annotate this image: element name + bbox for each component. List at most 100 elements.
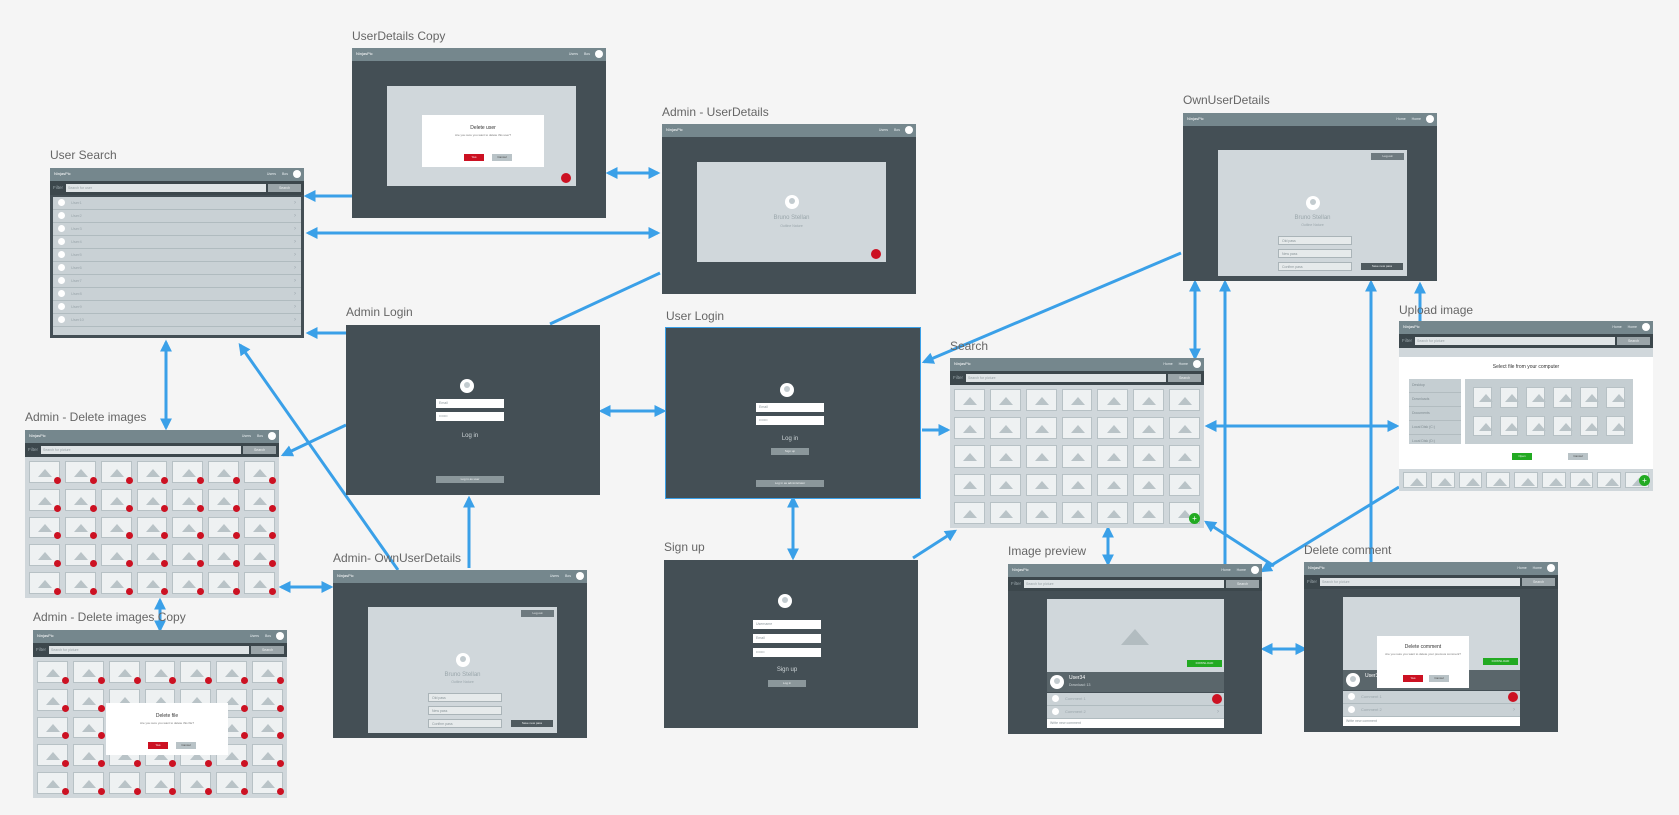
avatar[interactable]	[576, 572, 584, 580]
image-thumbnail[interactable]	[1458, 472, 1483, 488]
image-thumbnail[interactable]	[136, 516, 169, 540]
image-thumbnail[interactable]	[1169, 473, 1200, 496]
image-thumbnail[interactable]	[172, 488, 205, 512]
delete-comment-icon[interactable]	[1508, 692, 1518, 702]
image-thumbnail[interactable]	[1097, 417, 1129, 440]
nav-links[interactable]: Users Bos	[266, 172, 288, 176]
image-thumbnail[interactable]	[180, 772, 213, 795]
image-thumbnail[interactable]	[136, 572, 169, 595]
image-thumbnail[interactable]	[136, 488, 169, 512]
new-comment-input[interactable]: Write new comment	[1343, 717, 1520, 726]
image-thumbnail[interactable]	[37, 661, 69, 684]
screen-sign-up[interactable]: Username Email ••••••• Sign up Log in	[664, 560, 918, 728]
image-thumbnail[interactable]	[108, 772, 141, 795]
file-thumbnail[interactable]	[1606, 415, 1626, 436]
image-thumbnail[interactable]	[244, 461, 276, 484]
file-thumbnail[interactable]	[1526, 387, 1546, 408]
log-in-link[interactable]: Log in	[781, 436, 799, 442]
log-in-button[interactable]: Log in	[768, 680, 806, 687]
image-thumbnail[interactable]	[208, 516, 240, 540]
image-thumbnail[interactable]	[1133, 389, 1165, 412]
search-button[interactable]: Search	[251, 646, 284, 654]
list-item[interactable]: User4	[53, 236, 301, 249]
image-thumbnail[interactable]	[100, 461, 133, 484]
image-thumbnail[interactable]	[144, 661, 177, 684]
image-thumbnail[interactable]	[37, 772, 69, 795]
image-thumbnail[interactable]	[72, 688, 105, 712]
image-thumbnail[interactable]	[64, 461, 97, 484]
file-thumbnail[interactable]	[1552, 415, 1573, 436]
delete-user-icon[interactable]	[871, 249, 881, 259]
confirm-pass-field[interactable]: Confirm pass	[428, 719, 502, 728]
search-button[interactable]: Search	[1522, 578, 1555, 586]
screen-user-search[interactable]: NinjasPic Users Bos Filter Search for us…	[50, 168, 304, 338]
list-item[interactable]: User1	[53, 197, 301, 210]
screen-own-user-details[interactable]: NinjasPic Home Home Log out Bruno Stella…	[1183, 113, 1437, 281]
image-thumbnail[interactable]	[108, 661, 141, 684]
image-thumbnail[interactable]	[252, 661, 284, 684]
old-pass-field[interactable]: Old pass	[428, 693, 502, 702]
nav-links[interactable]: Home Home	[1612, 325, 1637, 329]
image-thumbnail[interactable]	[1061, 473, 1093, 496]
image-thumbnail[interactable]	[72, 772, 105, 795]
search-button[interactable]: Search	[268, 184, 301, 192]
avatar[interactable]	[268, 432, 276, 440]
image-thumbnail[interactable]	[1025, 473, 1057, 496]
image-thumbnail[interactable]	[208, 572, 240, 595]
sign-up-button[interactable]: Sign up	[771, 448, 809, 455]
old-pass-field[interactable]: Old pass	[1278, 236, 1352, 245]
password-field[interactable]: •••••••	[753, 648, 821, 657]
user-search-input[interactable]: Search for user	[66, 184, 266, 192]
image-thumbnail[interactable]	[100, 488, 133, 512]
image-search-input[interactable]: Search for picture	[966, 374, 1166, 382]
image-search-input[interactable]: Search for picture	[49, 646, 249, 654]
folder-item[interactable]: Documents	[1409, 407, 1461, 421]
image-thumbnail[interactable]	[252, 716, 284, 740]
image-thumbnail[interactable]	[172, 516, 205, 540]
avatar[interactable]	[276, 632, 284, 640]
yes-button[interactable]: Yes	[464, 154, 484, 161]
sign-up-link[interactable]: Sign up	[776, 667, 798, 673]
avatar[interactable]	[1547, 564, 1555, 572]
log-out-button[interactable]: Log out	[521, 610, 554, 617]
list-item[interactable]: User3	[53, 223, 301, 236]
image-thumbnail[interactable]	[216, 772, 248, 795]
image-thumbnail[interactable]	[1061, 445, 1093, 468]
password-field[interactable]: •••••••	[756, 416, 824, 425]
email-field[interactable]: Email	[753, 634, 821, 643]
password-field[interactable]: •••••••	[436, 412, 504, 421]
image-thumbnail[interactable]	[29, 516, 61, 540]
username-field[interactable]: Username	[753, 620, 821, 629]
open-button[interactable]: Open	[1512, 453, 1532, 460]
nav-links[interactable]: Users Bos	[878, 128, 900, 132]
image-thumbnail[interactable]	[1097, 389, 1129, 412]
image-thumbnail[interactable]	[954, 501, 985, 524]
nav-links[interactable]: Home Home	[1221, 568, 1246, 572]
image-thumbnail[interactable]	[1097, 445, 1129, 468]
image-thumbnail[interactable]	[136, 461, 169, 484]
image-thumbnail[interactable]	[1430, 472, 1455, 488]
file-thumbnail[interactable]	[1499, 387, 1519, 408]
avatar[interactable]	[1251, 566, 1259, 574]
image-thumbnail[interactable]	[252, 772, 284, 795]
screen-user-login[interactable]: Email ••••••• Log in Sign up Log in as a…	[665, 327, 921, 499]
image-thumbnail[interactable]	[29, 572, 61, 595]
new-pass-field[interactable]: New pass	[428, 706, 502, 715]
screen-search[interactable]: NinjasPic Home Home Filter Search for pi…	[950, 358, 1204, 528]
file-thumbnail[interactable]	[1499, 415, 1519, 436]
delete-icon[interactable]	[561, 173, 571, 183]
file-thumbnail[interactable]	[1579, 415, 1599, 436]
image-thumbnail[interactable]	[208, 488, 240, 512]
image-thumbnail[interactable]	[989, 445, 1021, 468]
image-search-input[interactable]: Search for picture	[1320, 578, 1520, 586]
download-button[interactable]: DOWNLOAD	[1187, 660, 1222, 667]
image-thumbnail[interactable]	[100, 544, 133, 567]
image-thumbnail[interactable]	[1541, 472, 1566, 488]
image-thumbnail[interactable]	[1061, 501, 1093, 524]
avatar[interactable]	[293, 170, 301, 178]
image-thumbnail[interactable]	[29, 461, 61, 484]
image-thumbnail[interactable]	[100, 516, 133, 540]
file-thumbnail[interactable]	[1552, 387, 1573, 408]
list-item[interactable]: User2	[53, 210, 301, 223]
avatar[interactable]	[1193, 360, 1201, 368]
